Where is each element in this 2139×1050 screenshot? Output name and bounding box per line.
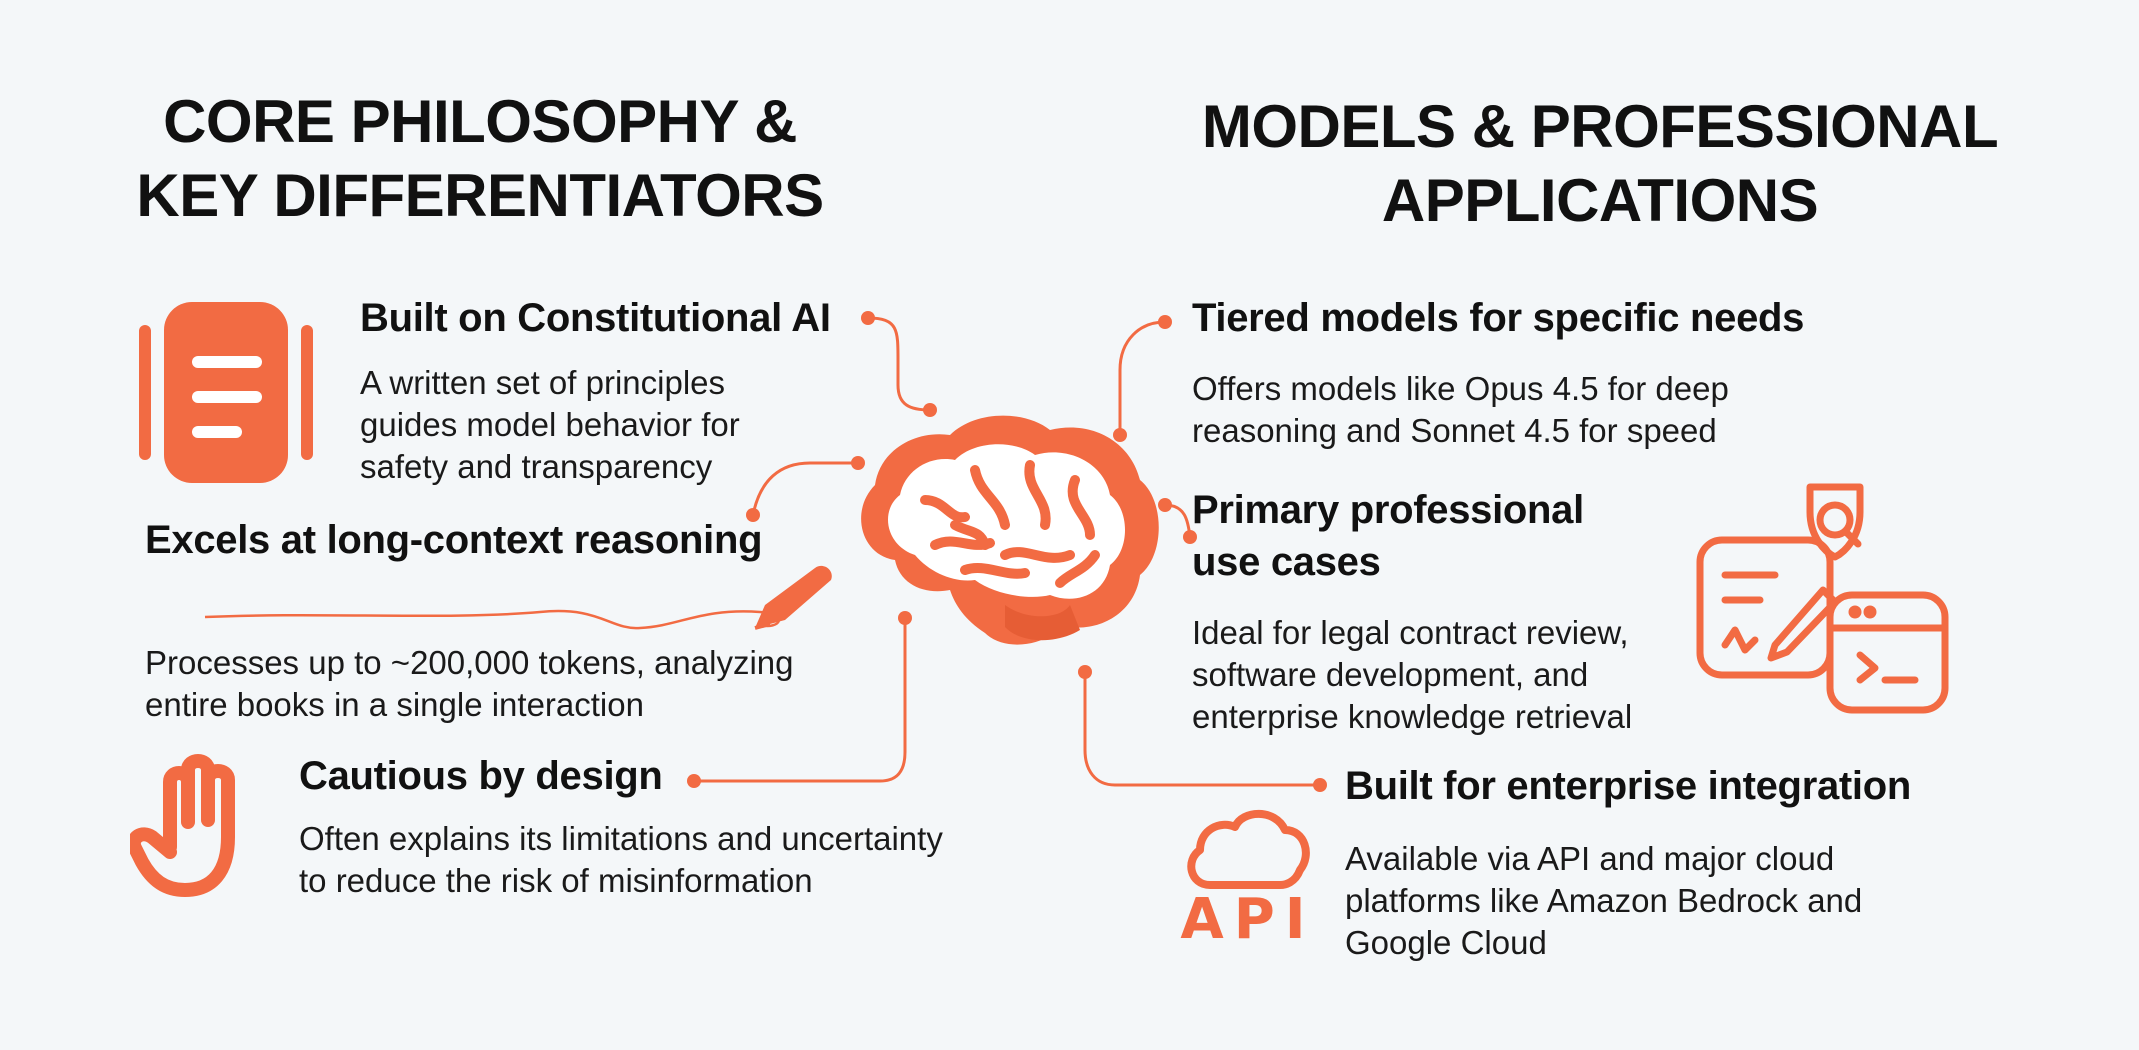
connector-dot: [1113, 428, 1127, 442]
cloud-icon: [1187, 810, 1310, 889]
connector-dot: [1313, 778, 1327, 792]
connector-cautious: [694, 618, 907, 783]
connector-dot: [1183, 530, 1197, 544]
connector-dot: [851, 456, 865, 470]
connector-dot: [1078, 665, 1092, 679]
pen-stroke-line: [204, 609, 781, 630]
connector-constitutional: [867, 316, 931, 412]
item-desc-tiered: Offers models like Opus 4.5 for deep rea…: [1192, 370, 1729, 449]
item-title-cautious: Cautious by design: [299, 754, 663, 798]
connector-dot: [923, 403, 937, 417]
api-label: API: [1180, 887, 1316, 952]
left-heading: CORE PHILOSOPHY & KEY DIFFERENTIATORS: [136, 88, 824, 229]
pen-icon: [754, 565, 832, 630]
item-desc-use-cases: Ideal for legal contract review, softwar…: [1192, 614, 1633, 735]
item-desc-long-context: Processes up to ~200,000 tokens, analyzi…: [145, 644, 794, 723]
legal-search-code-icon: [1696, 483, 1949, 714]
connector-tiered: [1118, 320, 1166, 435]
hand-icon: [130, 754, 235, 897]
item-desc-enterprise: Available via API and major cloud platfo…: [1345, 840, 1863, 961]
cloud-api-icon: API: [1180, 805, 1315, 955]
connector-dot: [687, 774, 701, 788]
connector-dot: [746, 508, 760, 522]
connector-dot: [898, 611, 912, 625]
connector-enterprise: [1083, 672, 1320, 787]
item-title-constitutional: Built on Constitutional AI: [360, 296, 831, 340]
item-desc-constitutional: A written set of principles guides model…: [360, 364, 740, 485]
connector-long-context: [751, 461, 858, 516]
item-title-enterprise: Built for enterprise integration: [1345, 764, 1912, 808]
item-title-long-context: Excels at long-context reasoning: [145, 518, 763, 562]
item-title-tiered: Tiered models for specific needs: [1192, 296, 1805, 340]
right-heading: MODELS & PROFESSIONAL APPLICATIONS: [1201, 93, 1999, 234]
document-icon: [139, 302, 313, 483]
connector-dot: [1158, 498, 1172, 512]
item-title-use-cases: Primary professional use cases: [1192, 488, 1584, 584]
brain-icon: [861, 415, 1159, 645]
connector-dot: [861, 311, 875, 325]
item-desc-cautious: Often explains its limitations and uncer…: [299, 820, 943, 899]
connector-dot: [1158, 315, 1172, 329]
